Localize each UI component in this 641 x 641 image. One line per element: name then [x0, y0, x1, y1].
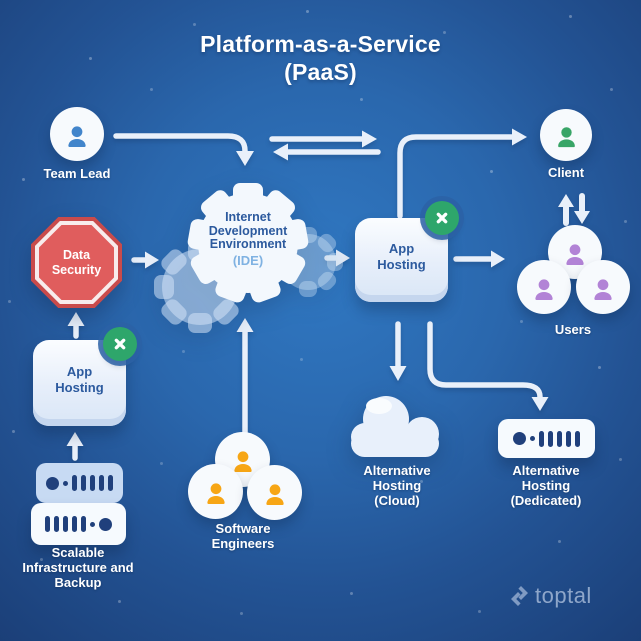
- server-icon: [36, 463, 123, 503]
- title-line1: Platform-as-a-Service: [200, 31, 441, 57]
- x-icon: [436, 212, 448, 224]
- alt-hosting-dedicated-label: Alternative Hosting (Dedicated): [510, 463, 582, 508]
- person-icon: [557, 127, 575, 148]
- person-icon: [535, 278, 553, 300]
- person-icon: [265, 484, 284, 505]
- person-icon: [594, 278, 612, 300]
- users-node: [576, 260, 630, 314]
- person-icon: [206, 483, 225, 504]
- toptal-logo: toptal: [510, 583, 592, 609]
- person-icon: [566, 243, 584, 265]
- team-lead-node: [50, 107, 104, 161]
- data-security-label: Data Security: [51, 247, 102, 277]
- app-hosting-main-label: App Hosting: [377, 241, 426, 272]
- x-icon: [114, 338, 126, 350]
- server-icon: [31, 503, 126, 545]
- ide-title: Internet Development Environment: [208, 210, 288, 251]
- software-engineers-label: Software Engineers: [211, 521, 275, 551]
- scalable-infrastructure-label: Scalable Infrastructure and Backup: [22, 545, 134, 590]
- app-hosting-main-node: App Hosting: [355, 218, 448, 302]
- toptal-logo-text: toptal: [535, 583, 592, 608]
- page-title: Platform-as-a-Service (PaaS): [0, 30, 641, 86]
- title-line2: (PaaS): [284, 59, 357, 85]
- ide-subtitle: (IDE): [232, 252, 264, 268]
- software-engineers-node: [247, 465, 302, 520]
- team-lead-label: Team Lead: [43, 166, 111, 181]
- client-label: Client: [547, 165, 585, 180]
- software-engineers-node: [188, 464, 243, 519]
- x-badge: [103, 327, 137, 361]
- cloud-icon: [348, 391, 444, 464]
- users-node: [517, 260, 571, 314]
- app-hosting-local-label: App Hosting: [55, 364, 104, 395]
- users-label: Users: [554, 322, 592, 337]
- server-icon: [498, 419, 595, 458]
- data-security-node: Data Security: [31, 217, 122, 308]
- toptal-chevron-icon: [511, 586, 528, 606]
- person-icon: [68, 125, 86, 147]
- person-icon: [233, 451, 252, 472]
- x-badge: [425, 201, 459, 235]
- ide-node: Internet Development Environment (IDE): [190, 210, 306, 268]
- client-node: [540, 109, 592, 161]
- alt-hosting-cloud-label: Alternative Hosting (Cloud): [363, 463, 431, 508]
- app-hosting-local-node: App Hosting: [33, 340, 126, 426]
